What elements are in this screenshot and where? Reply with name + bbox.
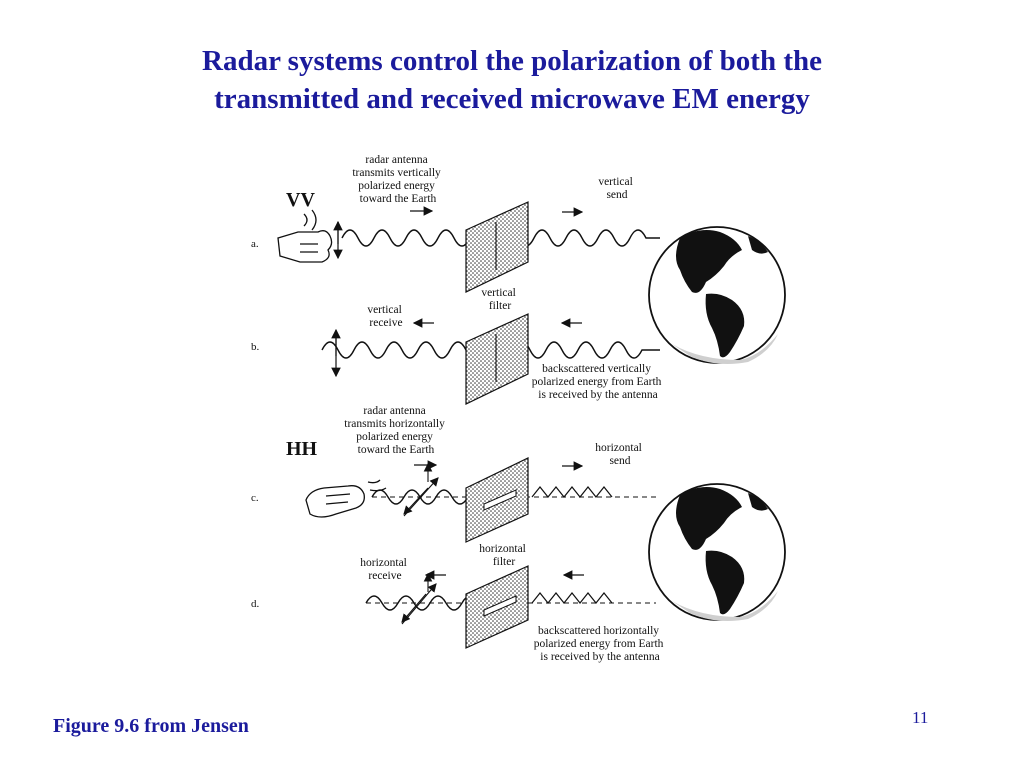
panel-b-receive-label: vertical receive xyxy=(367,304,404,329)
panel-d-return-note: backscattered horizontally polarized ene… xyxy=(534,625,667,663)
vertical-filter-b xyxy=(465,313,529,405)
title-line-1: Radar systems control the polarization o… xyxy=(202,45,822,77)
panel-b-return-note: backscattered vertically polarized energ… xyxy=(532,363,665,401)
page-number: 11 xyxy=(912,708,929,727)
panel-d-diag-arrow-2 xyxy=(401,593,427,623)
title-line-2: transmitted and received microwave EM en… xyxy=(214,83,810,115)
panel-a-send-label: vertical send xyxy=(598,176,635,201)
panel-c-send-label: horizontal send xyxy=(595,442,645,467)
panel-d-receive-label: horizontal receive xyxy=(360,557,410,582)
panel-d-letter: d. xyxy=(251,598,260,610)
panel-a-filter-label: vertical filter xyxy=(481,287,518,312)
panel-c-letter: c. xyxy=(251,492,259,504)
figure-caption: Figure 9.6 from Jensen xyxy=(53,715,249,737)
hh-label: HH xyxy=(286,438,318,460)
vv-label: VV xyxy=(286,189,315,211)
panel-c-diag-arrow-2 xyxy=(403,487,429,515)
filter-slot-c xyxy=(483,489,517,511)
slide-title: Radar systems control the polarization o… xyxy=(0,42,1024,118)
hand-icon xyxy=(305,479,387,518)
hand-icon xyxy=(277,209,333,263)
panel-c-transmit-note: radar antenna transmits horizontally pol… xyxy=(344,405,447,456)
panel-b-letter: b. xyxy=(251,341,260,353)
panel-c-filter-label: horizontal filter xyxy=(479,543,529,568)
earth-globe-icon xyxy=(648,226,786,364)
filter-slot-d xyxy=(483,595,517,617)
polarization-diagram: VV HH a. b. c. d. radar antenna transmit… xyxy=(251,154,786,663)
earth-globe-icon xyxy=(648,483,786,621)
panel-d-wave-far xyxy=(531,592,613,604)
panel-a-transmit-note: radar antenna transmits vertically polar… xyxy=(352,154,443,205)
panel-d-diag-arrow-1 xyxy=(401,583,437,625)
vertical-filter-a xyxy=(465,201,529,293)
panel-c-wave-far xyxy=(531,486,613,498)
panel-a-letter: a. xyxy=(251,238,259,250)
